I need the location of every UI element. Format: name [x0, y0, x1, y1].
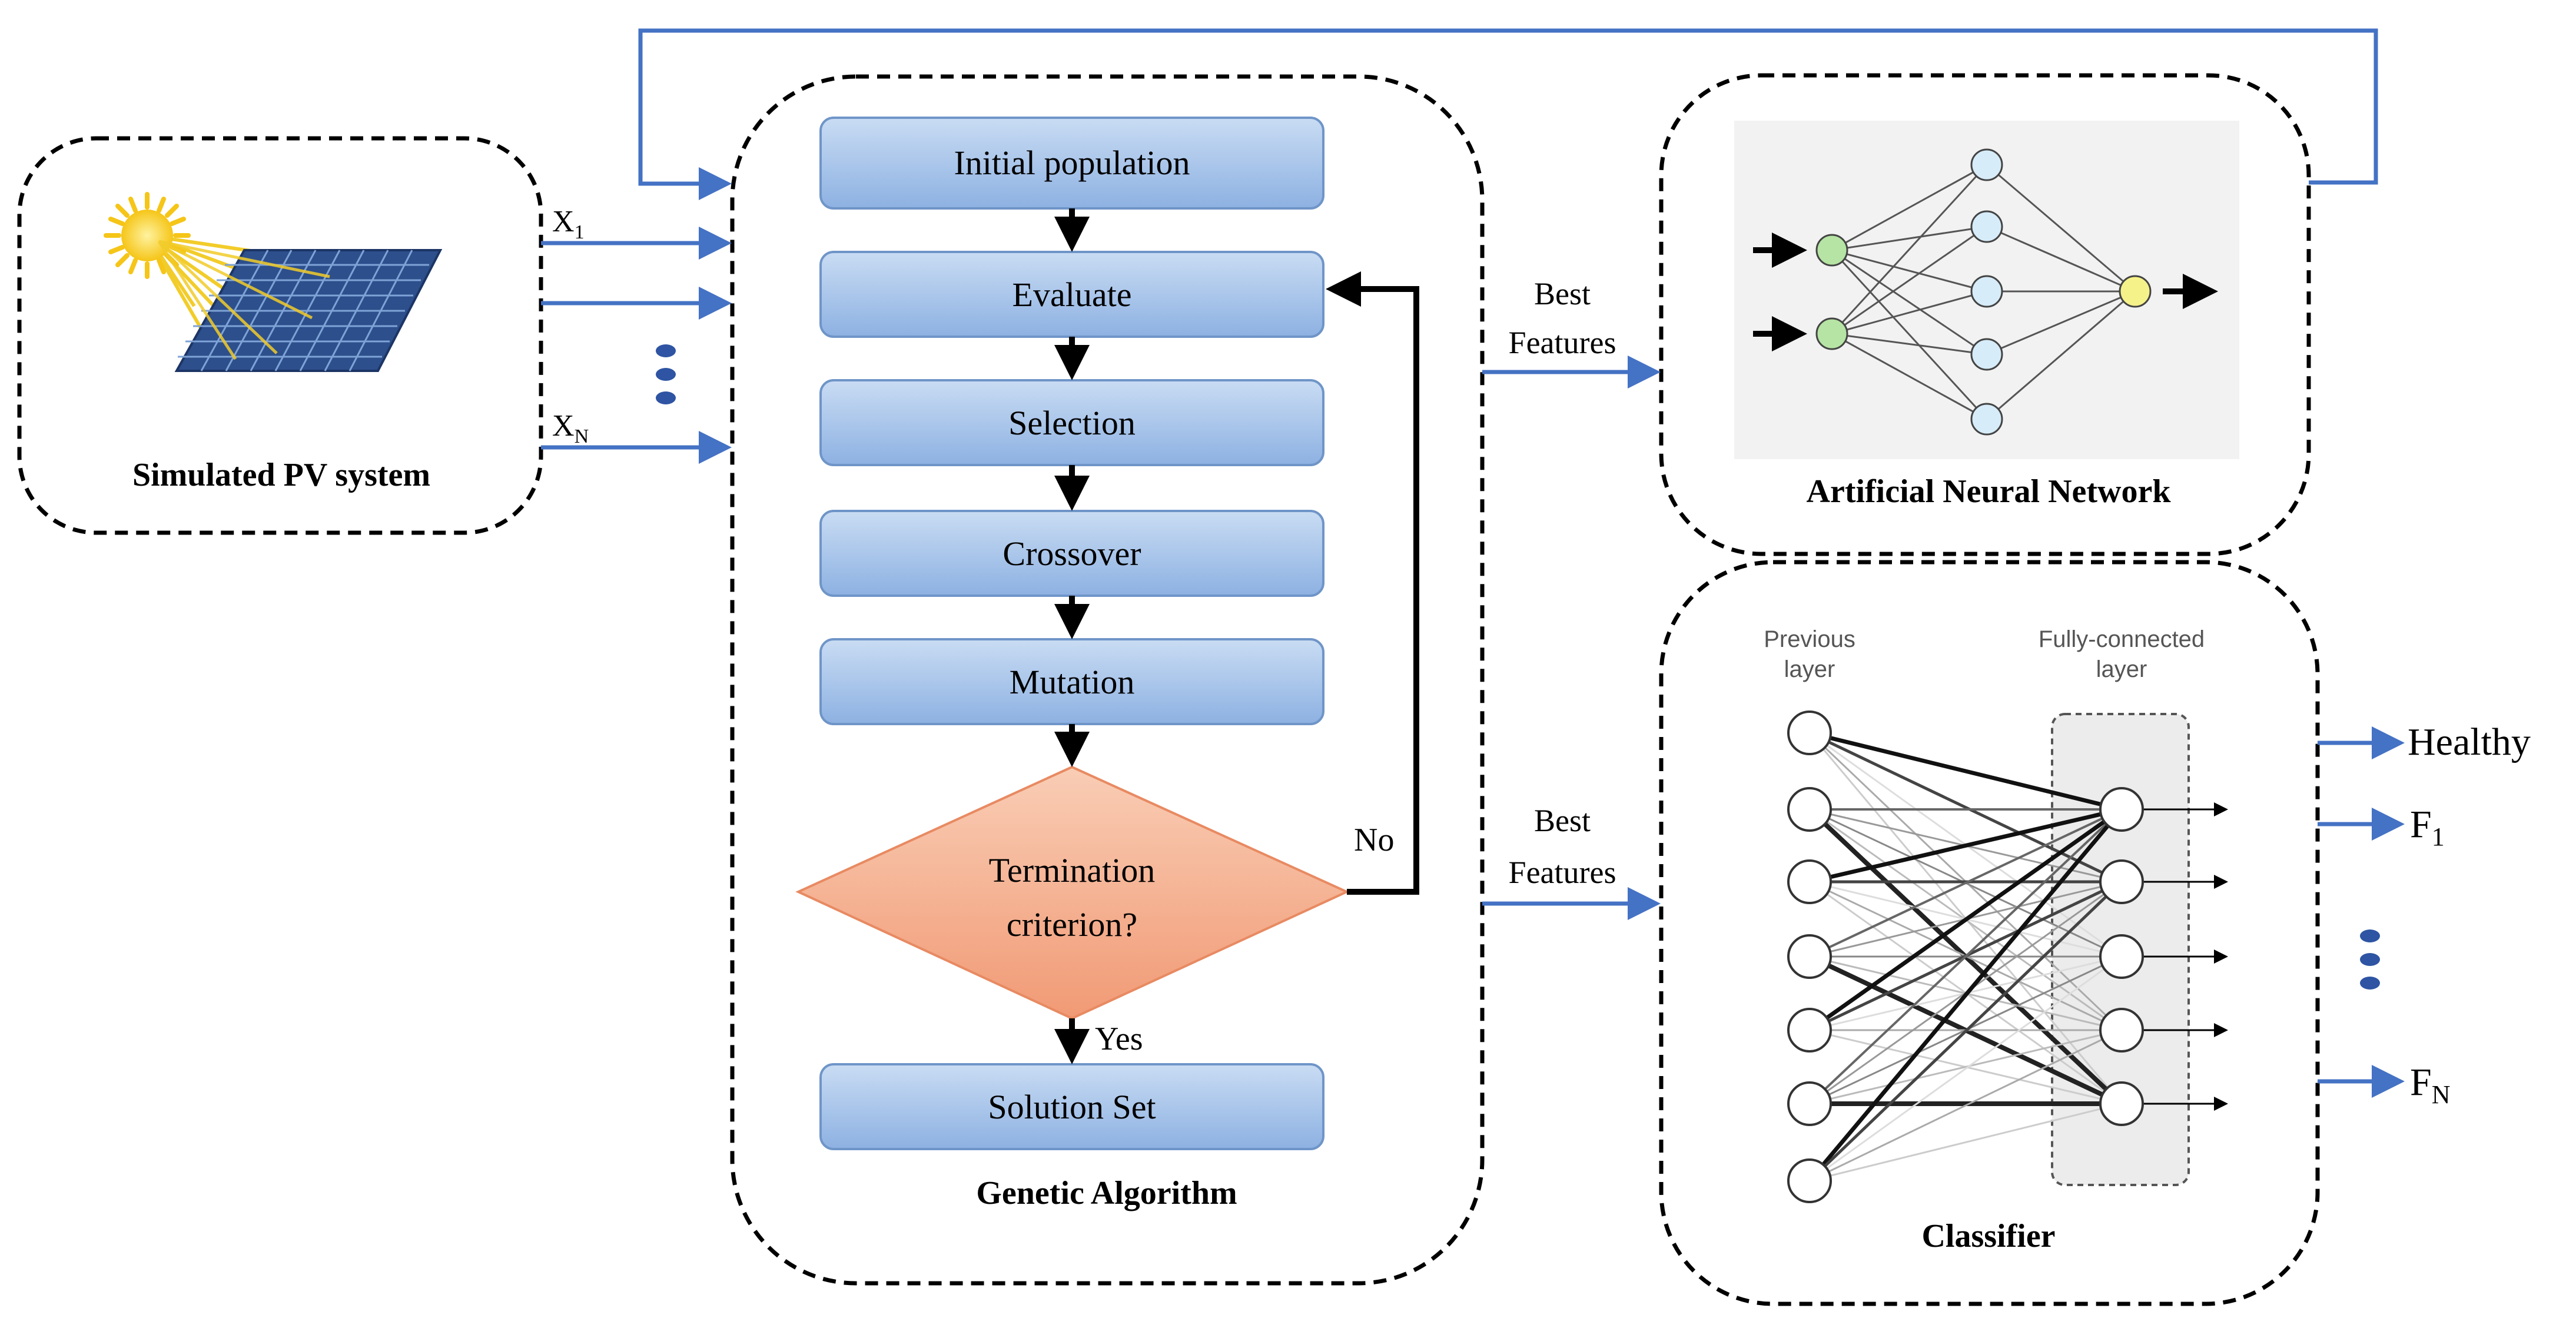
ga-container — [730, 74, 1485, 1286]
classifier-input-node — [1787, 934, 1832, 979]
ann-container — [1659, 73, 2311, 556]
ga-no-label: No — [1354, 822, 1394, 858]
classifier-edge — [1809, 1103, 2122, 1182]
ann-feedback-arrow — [638, 28, 2378, 200]
ga-step-solution-label: Solution Set — [988, 1088, 1156, 1126]
ann-edge — [1986, 225, 2136, 293]
ann-edge — [1831, 164, 1988, 335]
ann-edge — [1986, 164, 2136, 293]
classifier-input-node — [1787, 1158, 1832, 1203]
classifier-input-node — [1787, 711, 1832, 755]
ga-step-evaluate: Evaluate — [819, 251, 1324, 338]
ann-edge — [1986, 290, 2136, 420]
ann-hidden-node — [1970, 210, 2003, 243]
ann-input-node — [1815, 234, 1848, 267]
input-label-x1: X1 — [552, 205, 585, 243]
classifier-container — [1659, 560, 2320, 1306]
ann-hidden-node — [1970, 403, 2003, 436]
sun-icon — [104, 192, 191, 279]
pv-system-title: Simulated PV system — [132, 457, 430, 493]
ann-best-line1: Best — [1534, 276, 1591, 311]
classifier-edge — [1809, 808, 2122, 958]
ann-title: Artificial Neural Network — [1807, 473, 2172, 510]
ga-step-initial-label: Initial population — [954, 144, 1190, 182]
output-ellipsis-icon — [2360, 929, 2380, 990]
ann-edge — [1986, 290, 2136, 356]
input-ellipsis-icon — [656, 344, 676, 404]
ga-step-mutation: Mutation — [819, 638, 1324, 725]
classifier-edge — [1809, 731, 2122, 812]
ga-step-mutation-label: Mutation — [1010, 663, 1135, 701]
ga-termination-diamond: Termination criterion? — [795, 765, 1350, 1020]
output-f1: F1 — [2410, 803, 2445, 851]
classifier-fc-node — [2099, 859, 2144, 904]
ga-title: Genetic Algorithm — [976, 1175, 1237, 1211]
classifier-fc-line1: Fully-connected — [2039, 626, 2205, 652]
ga-step-initial-population: Initial population — [819, 117, 1324, 210]
ga-arrow-no-loop — [1326, 271, 1419, 895]
ann-edge — [1831, 249, 1988, 420]
classifier-best-line2: Features — [1509, 855, 1616, 890]
ga-termination-line2: criterion? — [1007, 905, 1137, 944]
ann-edge — [1831, 225, 1987, 335]
ga-step-crossover: Crossover — [819, 510, 1324, 597]
ga-step-crossover-label: Crossover — [1002, 534, 1141, 573]
classifier-previous-line2: layer — [1784, 656, 1835, 682]
classifier-previous-line1: Previous — [1764, 626, 1855, 652]
classifier-edge — [1809, 807, 2122, 884]
ann-network-image — [1734, 121, 2239, 459]
ann-edge — [1831, 164, 1987, 251]
ann-edge — [1831, 333, 1987, 420]
classifier-input-node — [1787, 859, 1832, 904]
classifier-fc-node — [2099, 1081, 2144, 1126]
ann-edge — [1831, 249, 1987, 293]
classifier-edge — [1808, 881, 2123, 1182]
classifier-nodes — [1787, 711, 2144, 1203]
ga-step-selection: Selection — [819, 379, 1324, 466]
ann-hidden-node — [1970, 275, 2003, 308]
classifier-output-arrows — [2143, 802, 2228, 1111]
classifier-input-node — [1787, 1008, 1832, 1053]
classifier-connections — [1808, 731, 2123, 1183]
ann-output-node — [2119, 275, 2152, 308]
classifier-best-line1: Best — [1534, 803, 1591, 838]
solar-panel-icon — [104, 192, 443, 372]
classifier-fc-node — [2099, 1008, 2144, 1053]
ann-edge — [1831, 225, 1987, 251]
classifier-edge — [1809, 955, 2122, 1182]
output-healthy: Healthy — [2408, 721, 2531, 763]
ann-best-line2: Features — [1509, 325, 1616, 360]
classifier-fc-line2: layer — [2096, 656, 2147, 682]
ann-edge — [1831, 249, 1987, 356]
classifier-fc-node — [2099, 787, 2144, 832]
classifier-fc-node — [2099, 934, 2144, 979]
classifier-edge — [1808, 808, 2123, 1105]
classifier-edge — [1808, 808, 2123, 1032]
ga-step-evaluate-label: Evaluate — [1013, 275, 1132, 314]
classifier-edge — [1809, 1029, 2122, 1105]
classifier-edge — [1809, 1029, 2122, 1182]
ann-hidden-node — [1970, 338, 2003, 371]
classifier-input-node — [1787, 787, 1832, 832]
ann-input-node — [1815, 317, 1848, 350]
input-label-xn: XN — [552, 409, 589, 447]
ga-step-selection-label: Selection — [1008, 404, 1136, 442]
output-fn: FN — [2410, 1061, 2451, 1109]
ga-yes-label: Yes — [1095, 1021, 1143, 1057]
ga-termination-line1: Termination — [989, 851, 1156, 889]
ann-edge — [1831, 290, 1987, 335]
ann-edge — [1831, 333, 1987, 356]
classifier-input-node — [1787, 1081, 1832, 1126]
classifier-title: Classifier — [1921, 1218, 2055, 1254]
classifier-edge — [1808, 808, 2123, 1183]
ann-hidden-node — [1970, 148, 2003, 181]
ga-step-solution-set: Solution Set — [819, 1063, 1324, 1150]
